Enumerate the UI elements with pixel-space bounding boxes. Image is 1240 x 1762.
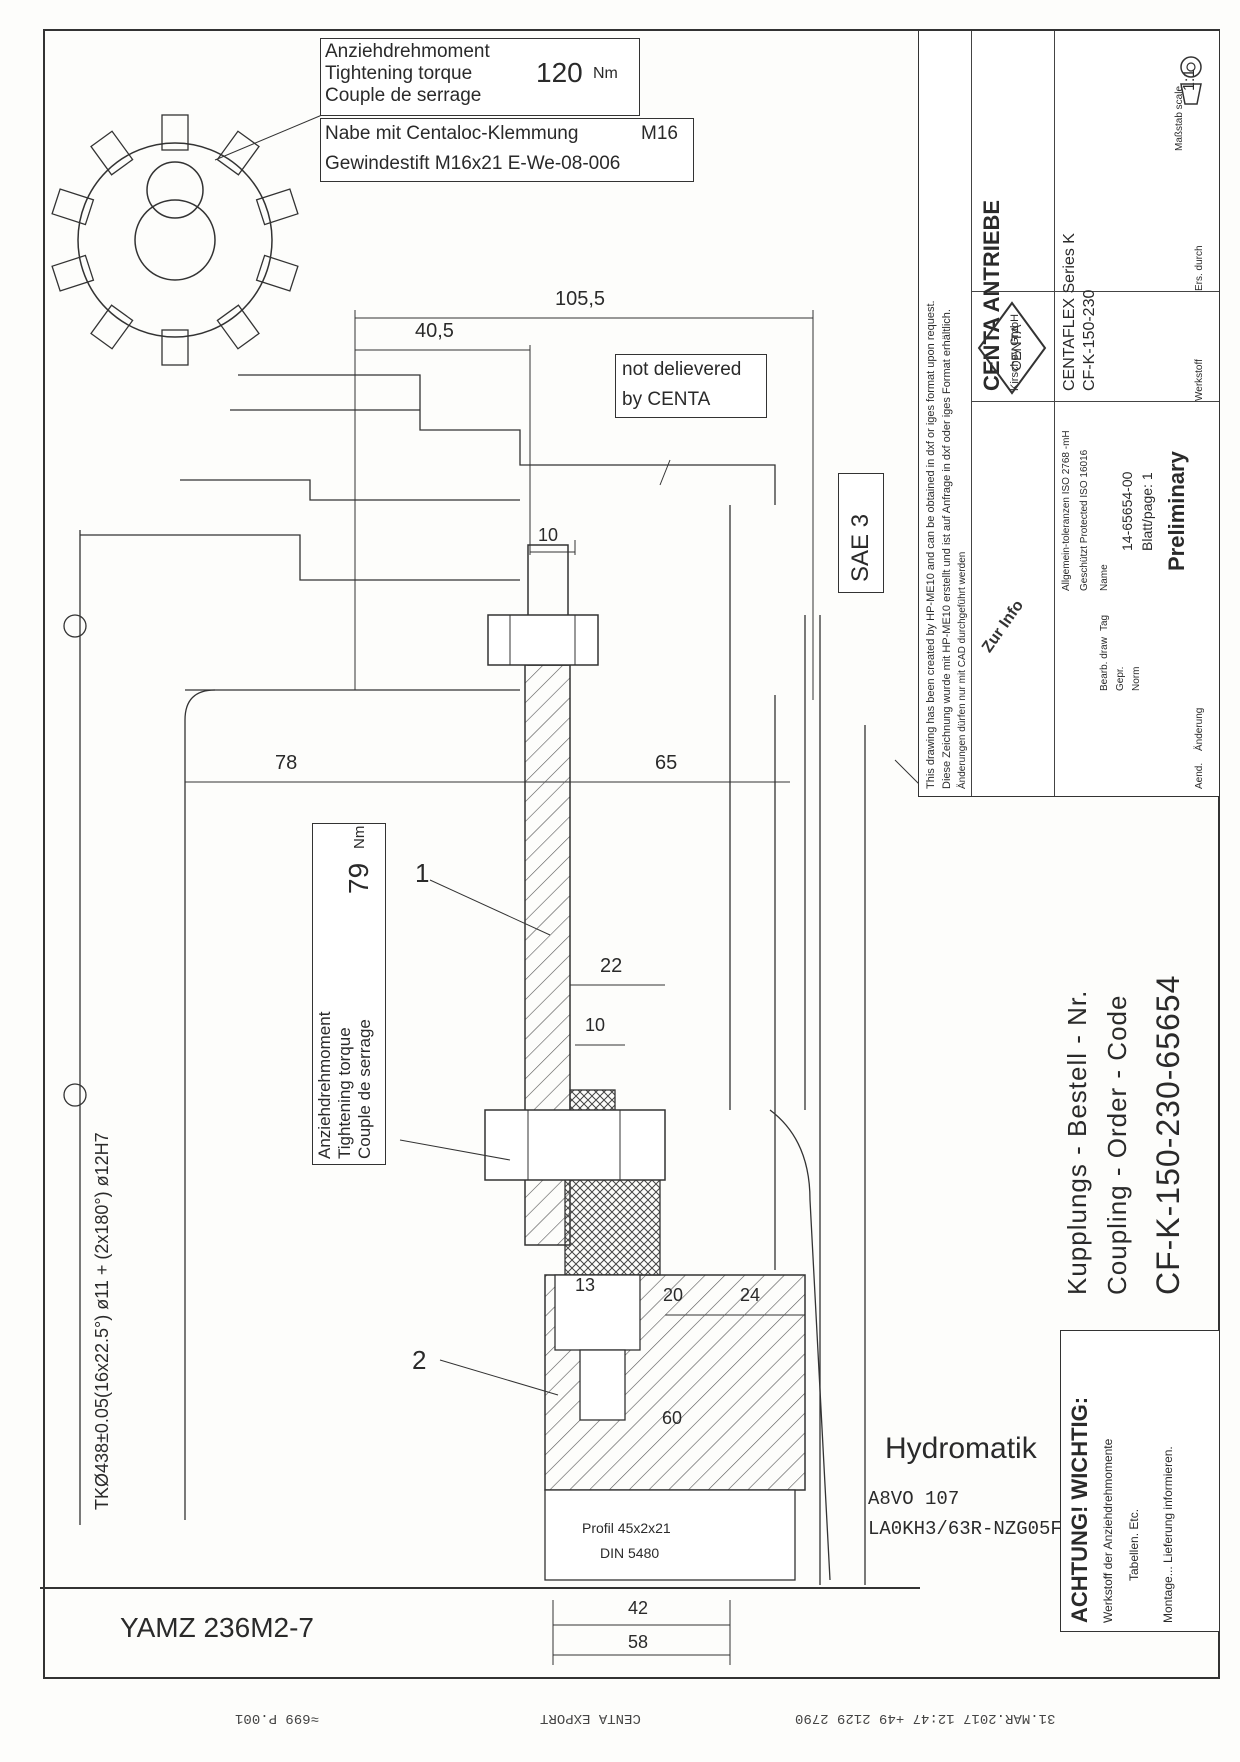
warning-box: ACHTUNG! WICHTIG: Werkstoff der Anziehdr… xyxy=(1060,1330,1220,1632)
werkstoff-label: Werkstoff xyxy=(1194,359,1205,401)
title-block: This drawing has been created by HP-ME10… xyxy=(918,30,1220,797)
name-label: Name xyxy=(1099,564,1110,591)
centa-logo: CENTA xyxy=(977,301,1047,395)
centa-logo-text: CENTA xyxy=(1008,324,1024,371)
gepr-label: Gepr. xyxy=(1115,666,1126,691)
hub-note-line2: Gewindestift M16x21 E-We-08-006 xyxy=(325,153,621,174)
ersatz-label: Ers. durch xyxy=(1194,245,1205,291)
protected-label: Geschützt Protected ISO 16016 xyxy=(1079,449,1090,591)
order-code-line1: Kupplungs - Bestell - Nr. xyxy=(1062,989,1092,1295)
part-number-1: 1 xyxy=(415,858,430,888)
profile-line2: DIN 5480 xyxy=(600,1545,660,1561)
hub-note-size: M16 xyxy=(641,123,678,144)
torque-mid-value: 79 xyxy=(343,862,374,894)
order-code-value: CF-K-150-230-65654 xyxy=(1150,974,1186,1295)
aend-label: Aend. xyxy=(1194,762,1205,789)
dim-42: 42 xyxy=(628,1598,649,1618)
fax-footer-right: 31.MAR.2017 12:47 +49 2129 2790 xyxy=(795,1710,1056,1726)
bearb-label: Bearb. draw xyxy=(1099,637,1110,691)
top-bolt xyxy=(487,614,599,666)
warning-line2: Tabellen. Etc. xyxy=(1127,1508,1141,1581)
torque-mid-en: Tightening torque xyxy=(335,1027,354,1159)
title-note-cad: Änderungen dürfen nur mit CAD durchgefüh… xyxy=(957,551,968,789)
dim-58: 58 xyxy=(628,1632,649,1652)
dim-20: 20 xyxy=(663,1285,684,1305)
aenderung-label: Änderung xyxy=(1194,707,1205,751)
middle-bolt xyxy=(484,1109,666,1181)
torque-label-fr: Couple de serrage xyxy=(325,85,482,106)
drawing-frame xyxy=(43,29,1220,1679)
torque-mid-unit: Nm xyxy=(351,825,368,849)
not-delivered-box: not delievered by CENTA xyxy=(615,354,767,418)
dimension-lines xyxy=(185,310,814,1665)
order-code-line2: Coupling - Order - Code xyxy=(1102,994,1132,1295)
dim-22: 22 xyxy=(600,955,623,977)
hydromatik-label: Hydromatik xyxy=(885,1432,1037,1465)
dim-65: 65 xyxy=(655,752,678,774)
norm-label: Norm xyxy=(1131,666,1142,691)
engine-label: YAMZ 236M2-7 xyxy=(120,1612,314,1643)
warning-line1: Werkstoff der Anziehdrehmomente xyxy=(1101,1438,1115,1623)
info-stamp: Zur Info xyxy=(979,597,1028,656)
drawing-number: 14-65654-00 xyxy=(1119,471,1135,551)
order-code-box: Kupplungs - Bestell - Nr. Coupling - Ord… xyxy=(1060,815,1220,1305)
title-note-en: This drawing has been created by HP-ME10… xyxy=(925,300,937,789)
torque-box-top: Anziehdrehmoment Tightening torque Coupl… xyxy=(320,38,640,116)
housing-outline xyxy=(79,374,866,1585)
status-label: Preliminary xyxy=(1164,451,1189,571)
tk-label: TKØ438±0.05(16x22.5°) ø11 + (2x180°) ø12… xyxy=(92,1132,112,1510)
torque-value: 120 xyxy=(536,57,583,88)
dim-13: 13 xyxy=(575,1275,596,1295)
sae-box: SAE 3 xyxy=(838,473,884,593)
pump-line1: A8VO 107 xyxy=(868,1488,960,1510)
torque-box-mid: Anziehdrehmoment Tightening torque Coupl… xyxy=(312,823,386,1165)
fax-footer-left: ≈699 P.001 xyxy=(235,1710,320,1726)
dim-10-mid: 10 xyxy=(585,1015,606,1035)
flywheel-view xyxy=(51,114,299,366)
projection-symbol-icon xyxy=(1180,56,1202,105)
sheet-label: Blatt/page: 1 xyxy=(1139,472,1155,551)
torque-label-de: Anziehdrehmoment xyxy=(325,41,490,62)
sae-label: SAE 3 xyxy=(847,513,874,582)
dim-60: 60 xyxy=(662,1408,683,1428)
not-delivered-line2: by CENTA xyxy=(622,389,711,410)
warning-line3: Montage... Lieferung informieren. xyxy=(1161,1446,1175,1623)
title-note-de: Diese Zeichnung wurde mit HP-ME10 erstel… xyxy=(941,309,953,789)
not-delivered-line1: not delievered xyxy=(622,359,742,380)
fax-footer-center: CENTA EXPORT xyxy=(540,1710,641,1726)
tolerance-label: Allgemein-toleranzen ISO 2768 -mH xyxy=(1061,430,1072,591)
dim-78: 78 xyxy=(275,752,298,774)
model-label: CF-K-150-230 xyxy=(1081,289,1098,391)
hub-note-line1: Nabe mit Centaloc-Klemmung xyxy=(325,123,579,144)
torque-mid-fr: Couple de serrage xyxy=(355,1019,374,1159)
torque-label-en: Tightening torque xyxy=(325,63,473,84)
rubber-element-lower xyxy=(564,1169,661,1276)
dim-10-top: 10 xyxy=(538,525,559,545)
hub-note-box: Nabe mit Centaloc-Klemmung M16 Gewindest… xyxy=(320,118,694,182)
dim-40-5: 40,5 xyxy=(415,320,454,342)
dim-105-5: 105,5 xyxy=(555,288,606,310)
pump-line2: LA0KH3/63R-NZG05F00 xyxy=(868,1518,1085,1540)
torque-mid-de: Anziehdrehmoment xyxy=(315,1011,334,1159)
torque-unit: Nm xyxy=(593,65,618,82)
warning-title: ACHTUNG! WICHTIG: xyxy=(1067,1396,1092,1623)
profile-line1: Profil 45x2x21 xyxy=(582,1520,671,1536)
part-number-2: 2 xyxy=(412,1345,427,1375)
dim-24: 24 xyxy=(740,1285,761,1305)
series-label: CENTAFLEX Series K xyxy=(1061,233,1078,391)
tag-label: Tag xyxy=(1099,614,1110,631)
